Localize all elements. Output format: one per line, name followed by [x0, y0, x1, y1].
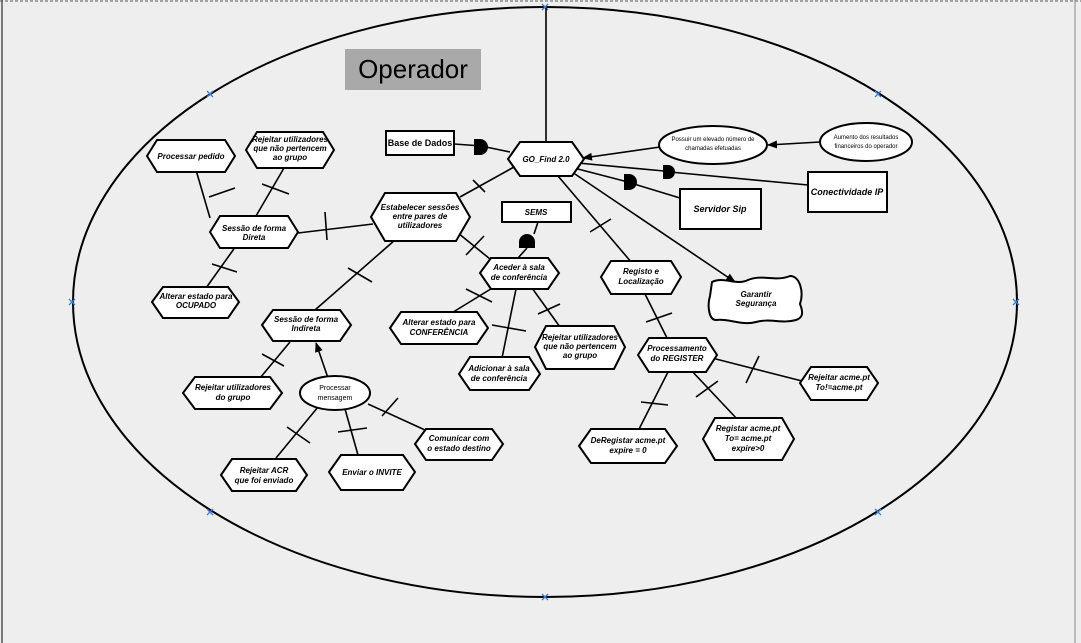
node-estabelecer-line1: Estabelecer sessões: [381, 203, 460, 212]
node-rejeitar-mid-line1: Rejeitar utilizadores: [542, 333, 619, 342]
node-possuir-line1: Possuir um elevado número de: [671, 137, 755, 143]
node-rejeitar-acme-line1: Rejeitar acme.pt: [808, 373, 870, 382]
node-rejeitar-top-line3: ao grupo: [273, 153, 307, 162]
node-servidor-sip[interactable]: Servidor Sip: [679, 188, 762, 230]
node-rejeitar-top-line2: que não pertencem: [253, 144, 326, 153]
node-rejeitar-mid-line2: que não pertencem: [543, 342, 616, 351]
node-rejeitar-do-grupo-line1: Rejeitar utilizadores: [195, 383, 272, 392]
node-estabelecer-line2: entre pares de: [393, 212, 448, 221]
node-rejeitar-top-line1: Rejeitar utilizadores: [252, 135, 329, 144]
node-rejeitar-acr-line2: que foi enviado: [235, 476, 294, 485]
and-gates: [474, 139, 675, 248]
node-base-de-dados[interactable]: Base de Dados: [385, 130, 455, 156]
node-rejeitar-acr-line1: Rejeitar ACR: [240, 466, 289, 475]
node-comunicar-line1: Comunicar com: [429, 434, 489, 443]
node-registo-localizacao[interactable]: Registo e Localização: [599, 260, 683, 295]
edge-ticks: [208, 179, 760, 444]
node-registo-line1: Registo e: [623, 267, 660, 276]
node-possuir-chamadas[interactable]: Possuir um elevado número de chamadas ef…: [658, 125, 768, 165]
node-comunicar-line2: o estado destino: [427, 444, 491, 453]
node-rejeitar-do-grupo[interactable]: Rejeitar utilizadores do grupo: [181, 376, 284, 410]
node-rejeitar-acme[interactable]: Rejeitar acme.pt To!=acme.pt: [798, 366, 880, 401]
node-alterar-ocupado[interactable]: Alterar estado para OCUPADO: [150, 286, 241, 319]
node-garantir-seguranca[interactable]: Garantir Segurança: [707, 274, 804, 325]
node-base-de-dados-label: Base de Dados: [388, 138, 453, 148]
node-garantir-line2: Segurança: [736, 299, 777, 308]
node-processamento-line1: Processamento: [647, 344, 707, 353]
node-aceder-sala-line2: de conferência: [491, 273, 548, 282]
node-rejeitar-acr[interactable]: Rejeitar ACR que foi enviado: [219, 458, 309, 492]
node-aceder-sala-line1: Aceder à sala: [492, 263, 545, 272]
node-processar-mensagem-line2: mensagem: [318, 395, 353, 402]
node-adicionar-sala-line2: de conferência: [471, 374, 528, 383]
node-deregistar-acme[interactable]: DeRegistar acme.pt expire = 0: [577, 428, 679, 464]
node-alterar-ocupado-line1: Alterar estado para: [159, 292, 233, 301]
node-sessao-indireta-line2: Indireta: [292, 324, 321, 333]
node-aceder-sala[interactable]: Aceder à sala de conferência: [478, 257, 561, 290]
selection-handles[interactable]: [68, 3, 1020, 601]
node-sessao-direta[interactable]: Sessão de forma Direta: [208, 215, 300, 249]
node-registar-acme-line3: expire>0: [732, 444, 765, 453]
and-gate-servidor-sip: [624, 174, 637, 190]
node-alterar-conferencia-line1: Alterar estado para: [402, 318, 476, 327]
node-deregistar-line1: DeRegistar acme.pt: [591, 436, 666, 445]
node-processar-pedido[interactable]: Processar pedido: [145, 139, 237, 173]
node-enviar-invite[interactable]: Enviar o INVITE: [327, 454, 417, 491]
and-gate-conectividade: [663, 165, 675, 179]
node-rejeitar-do-grupo-line2: do grupo: [216, 393, 251, 402]
diagram-title: Operador: [358, 54, 468, 84]
node-adicionar-sala[interactable]: Adicionar à sala de conferência: [457, 356, 542, 391]
node-aumento-line2: financeiros do operador: [834, 144, 897, 150]
node-registo-line2: Localização: [618, 277, 663, 286]
node-estabelecer-sessoes[interactable]: Estabelecer sessões entre pares de utili…: [369, 192, 472, 242]
node-alterar-ocupado-line2: OCUPADO: [176, 301, 217, 310]
node-rejeitar-acme-line2: To!=acme.pt: [815, 383, 862, 392]
node-sessao-indireta-line1: Sessão de forma: [274, 315, 339, 324]
node-go-find-label: GO_Find 2.0: [522, 155, 570, 164]
node-comunicar-estado[interactable]: Comunicar com o estado destino: [413, 428, 505, 461]
node-enviar-invite-label: Enviar o INVITE: [342, 468, 402, 477]
node-processamento-line2: do REGISTER: [651, 354, 704, 363]
node-alterar-conferencia-line2: CONFERÊNCIA: [410, 328, 469, 337]
node-rejeitar-nao-pertencem-top[interactable]: Rejeitar utilizadores que não pertencem …: [244, 131, 336, 169]
node-aumento-resultados[interactable]: Aumento dos resultados financeiros do op…: [819, 122, 913, 162]
and-gate-sems: [519, 234, 535, 248]
node-sessao-direta-line1: Sessão de forma: [222, 224, 287, 233]
node-registar-acme[interactable]: Registar acme.pt To= acme.pt expire>0: [701, 417, 796, 461]
node-rejeitar-mid-line3: ao grupo: [563, 351, 597, 360]
node-go-find[interactable]: GO_Find 2.0: [506, 141, 586, 177]
node-processar-mensagem[interactable]: Processar mensagem: [299, 375, 371, 411]
node-sems-label: SEMS: [525, 208, 548, 217]
node-processamento-register[interactable]: Processamento do REGISTER: [636, 337, 719, 373]
node-possuir-line2: chamadas efetuadas: [685, 146, 741, 152]
node-sems[interactable]: SEMS: [501, 201, 572, 223]
node-registar-acme-line1: Registar acme.pt: [716, 424, 781, 433]
node-garantir-line1: Garantir: [740, 290, 772, 299]
node-processar-pedido-label: Processar pedido: [157, 152, 224, 161]
and-gate-base-dados: [474, 139, 489, 155]
node-sessao-indireta[interactable]: Sessão de forma Indireta: [260, 309, 353, 342]
node-registar-acme-line2: To= acme.pt: [725, 434, 772, 443]
node-adicionar-sala-line1: Adicionar à sala: [467, 364, 530, 373]
node-estabelecer-line3: utilizadores: [398, 221, 443, 230]
node-sessao-direta-line2: Direta: [243, 233, 266, 242]
node-servidor-sip-label: Servidor Sip: [693, 204, 747, 214]
title-box[interactable]: [345, 49, 481, 90]
node-rejeitar-nao-pertencem-mid[interactable]: Rejeitar utilizadores que não pertencem …: [533, 325, 627, 370]
node-deregistar-line2: expire = 0: [609, 446, 647, 455]
node-conectividade-label: Conectividade IP: [811, 187, 885, 197]
node-alterar-conferencia[interactable]: Alterar estado para CONFERÊNCIA: [388, 311, 490, 345]
node-processar-mensagem-line1: Processar: [319, 385, 351, 392]
node-aumento-line1: Aumento dos resultados: [834, 135, 899, 141]
node-conectividade-ip[interactable]: Conectividade IP: [807, 171, 888, 213]
